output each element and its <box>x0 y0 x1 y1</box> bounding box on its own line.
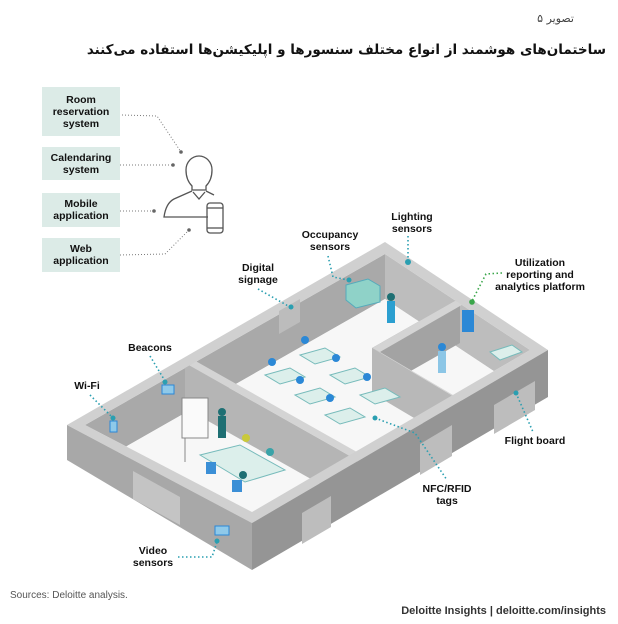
source-note: Sources: Deloitte analysis. <box>10 590 128 601</box>
page-title: ساختمان‌های هوشمند از انواع مختلف سنسوره… <box>86 42 606 58</box>
callout-wifi: Wi-Fi <box>74 380 118 433</box>
callout-flight-board: Flight board <box>505 390 566 447</box>
building-floor-plan <box>67 242 548 570</box>
svg-text:Beacons: Beacons <box>128 342 172 354</box>
user-icon <box>163 155 224 234</box>
brand-footer: Deloitte Insights | deloitte.com/insight… <box>401 605 606 617</box>
figure-label: تصویر ۵ <box>537 12 574 25</box>
callout-beacons: Beacons <box>128 342 175 395</box>
svg-text:Flight board: Flight board <box>505 435 566 447</box>
app-connectors <box>119 114 191 256</box>
office-furniture <box>181 278 524 492</box>
svg-text:Wi-Fi: Wi-Fi <box>74 380 100 392</box>
